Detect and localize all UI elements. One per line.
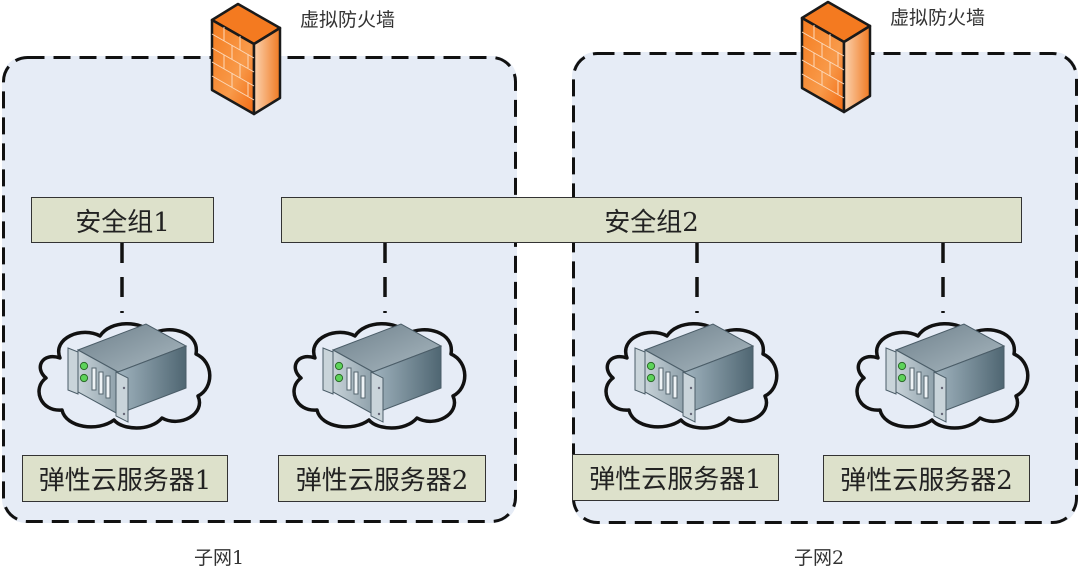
cloud-server-icon: [848, 318, 1032, 430]
cloud-server-icon: [285, 318, 469, 430]
server-label: 弹性云服务器1: [22, 455, 228, 502]
security-group-1: 安全组1: [31, 197, 214, 243]
connector-sg2-vm4: [941, 243, 945, 313]
subnet-2-border: [572, 52, 1078, 524]
subnet-1-region: [2, 56, 517, 523]
cloud-server-icon: [30, 318, 214, 430]
security-group-2: 安全组2: [281, 197, 1022, 243]
connector-sg1-vm1: [120, 243, 124, 313]
connector-sg2-vm2: [383, 243, 387, 313]
firewall-icon: [208, 0, 284, 118]
firewall-icon: [798, 0, 874, 116]
subnet-2-region: [572, 52, 1078, 524]
firewall-label-2: 虚拟防火墙: [890, 7, 986, 29]
cloud-server-icon: [597, 318, 781, 430]
firewall-label-1: 虚拟防火墙: [300, 9, 396, 31]
server-label: 弹性云服务器1: [572, 454, 779, 501]
subnet-1-label: 子网1: [194, 547, 245, 569]
server-label: 弹性云服务器2: [278, 455, 486, 502]
server-label: 弹性云服务器2: [823, 455, 1030, 502]
subnet-1-border: [2, 56, 517, 523]
subnet-2-label: 子网2: [794, 547, 845, 569]
connector-sg2-vm3: [695, 243, 699, 313]
